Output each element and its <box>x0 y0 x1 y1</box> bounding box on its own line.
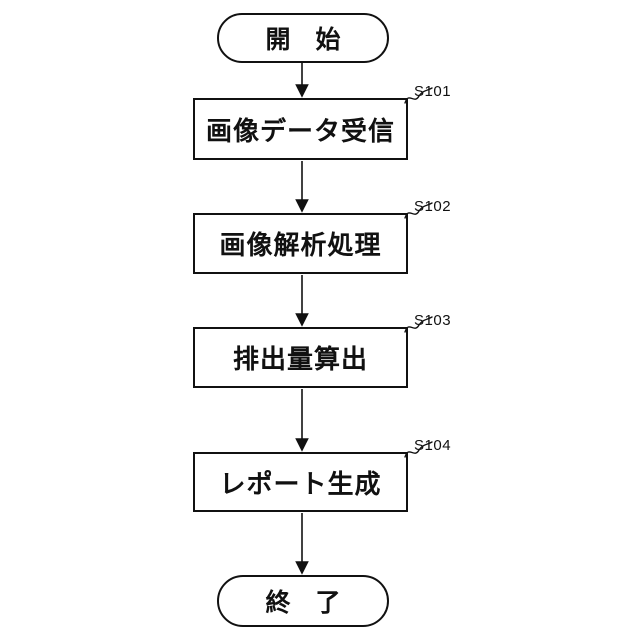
process-label: 画像データ受信 <box>205 115 395 146</box>
process-box-image-analysis: 画像解析処理 <box>193 213 408 274</box>
end-terminal-label: 終 了 <box>265 589 341 617</box>
process-box-report-generation: レポート生成 <box>193 452 408 512</box>
end-terminal: 終 了 <box>217 575 389 627</box>
lead-line-squiggle-icon <box>404 87 433 104</box>
start-terminal-label: 開 始 <box>265 26 341 54</box>
process-label: 排出量算出 <box>232 344 368 374</box>
start-terminal: 開 始 <box>217 13 389 63</box>
process-box-emission-calculation: 排出量算出 <box>193 327 408 388</box>
process-box-image-data-reception: 画像データ受信 <box>193 98 408 160</box>
step-id-label: S104 <box>414 437 452 454</box>
lead-line-squiggle-icon <box>404 316 433 333</box>
step-id-label: S101 <box>414 83 452 100</box>
lead-line-squiggle-icon <box>404 202 433 219</box>
lead-line-squiggle-icon <box>404 441 433 458</box>
step-id-label: S102 <box>414 198 452 215</box>
process-label: レポート生成 <box>219 468 382 499</box>
step-id-label: S103 <box>414 312 452 329</box>
process-label: 画像解析処理 <box>219 230 382 260</box>
